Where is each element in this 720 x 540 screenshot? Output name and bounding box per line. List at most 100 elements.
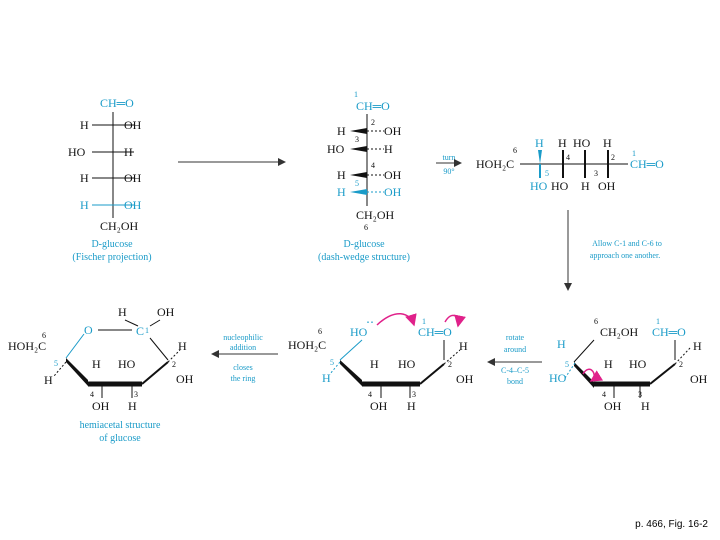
fischer-projection: CH═O H OH HO H H OH H OH CH₂OH D-glucose… xyxy=(68,96,152,263)
hz-c6: 6 xyxy=(513,146,517,155)
hemi-n4: 4 xyxy=(90,390,94,399)
fischer-r2-left: HO xyxy=(68,145,86,159)
atk-lp: ‥ xyxy=(366,312,374,326)
hemi-h1: H xyxy=(118,305,127,319)
nucleo-label-2: addition xyxy=(230,343,256,352)
turn-label-2: 90° xyxy=(443,167,454,176)
hz-n3: 3 xyxy=(594,169,598,178)
dash-wedge-structure: 1 CH═O 2 3 4 5 H OH HO H H OH H OH CH₂OH… xyxy=(318,90,410,263)
closes-label-2: the ring xyxy=(231,374,256,383)
rot-top: CH₂OH xyxy=(600,325,639,339)
rotate-label-4: bond xyxy=(507,377,523,386)
allow-label-1: Allow C-1 and C-6 to xyxy=(592,239,662,248)
fischer-r1-left: H xyxy=(80,118,89,132)
dw-r1-left: H xyxy=(337,124,346,138)
rot-h3: H xyxy=(641,399,650,413)
dw-r1-right: OH xyxy=(384,124,402,138)
dw-num-2: 2 xyxy=(371,118,375,127)
rot-h4: H xyxy=(604,357,613,371)
dw-num-4: 4 xyxy=(371,161,375,170)
rot-n1: 1 xyxy=(656,317,660,326)
dw-num-6: 6 xyxy=(364,223,368,232)
rot-oh4: OH xyxy=(604,399,622,413)
atk-c6: 6 xyxy=(318,327,322,336)
dw-top: CH═O xyxy=(356,99,390,113)
atk-ho: HO xyxy=(350,325,368,339)
hemi-n1: 1 xyxy=(145,326,149,335)
rot-n2: 2 xyxy=(679,360,683,369)
page-reference: p. 466, Fig. 16-2 xyxy=(635,519,708,530)
dw-r2-right: H xyxy=(384,142,393,156)
dw-num-3: 3 xyxy=(355,135,359,144)
hemi-c6: 6 xyxy=(42,331,46,340)
atk-cho: CH═O xyxy=(418,325,452,339)
dw-r3-right: OH xyxy=(384,168,402,182)
hemi-ho3: HO xyxy=(118,357,136,371)
hemi-oh4: OH xyxy=(92,399,110,413)
hemi-n5: 5 xyxy=(54,359,58,368)
dw-num-5: 5 xyxy=(355,179,359,188)
rot-h5: H xyxy=(557,337,566,351)
horizontal-structure: 6 HOH₂C CH═O 1 5 4 3 2 H H HO H HO HO H … xyxy=(476,136,664,193)
atk-n5: 5 xyxy=(330,358,334,367)
atk-h5: H xyxy=(322,371,331,385)
rot-h2: H xyxy=(693,339,702,353)
hemi-h2: H xyxy=(178,339,187,353)
nucleo-label-1: nucleophilic xyxy=(223,333,263,342)
atk-ho3: HO xyxy=(398,357,416,371)
hemi-n3: 3 xyxy=(134,390,138,399)
fischer-bottom: CH₂OH xyxy=(100,219,139,233)
atk-oh4: OH xyxy=(370,399,388,413)
hemi-oh1: OH xyxy=(157,305,175,319)
fischer-r4-left: H xyxy=(80,198,89,212)
fischer-r2-right: H xyxy=(124,145,133,159)
rotate-label-1: rotate xyxy=(506,333,525,342)
dw-r4-left: H xyxy=(337,185,346,199)
hz-n1: 1 xyxy=(632,149,636,158)
dw-caption-2: (dash-wedge structure) xyxy=(318,252,410,263)
rot-cho: CH═O xyxy=(652,325,686,339)
attack-structure: 6 HOH₂C HO ‥ 1 CH═O 5 H H HO H OH 2 4 3 … xyxy=(288,312,474,413)
hz-left: HOH₂C xyxy=(476,157,514,171)
dw-num-1: 1 xyxy=(354,90,358,99)
hemi-n2: 2 xyxy=(172,360,176,369)
allow-label-2: approach one another. xyxy=(590,251,660,260)
dw-r4-right: OH xyxy=(384,185,402,199)
hz-bot-1: HO xyxy=(530,179,548,193)
fischer-r3-right: OH xyxy=(124,171,142,185)
hemi-oh2: OH xyxy=(176,372,194,386)
hemi-left: HOH₂C xyxy=(8,339,46,353)
hemi-o: O xyxy=(84,323,93,337)
hemiacetal-structure: H OH O C 1 6 HOH₂C 5 H H HO H OH 2 4 3 O… xyxy=(8,305,194,444)
dw-caption-1: D-glucose xyxy=(343,239,385,250)
hemi-caption-1: hemiacetal structure xyxy=(80,420,161,431)
hemi-h5: H xyxy=(44,373,53,387)
rotate-label-3: C-4–C-5 xyxy=(501,366,529,375)
hz-bot-2: HO xyxy=(551,179,569,193)
hz-top-2: H xyxy=(558,136,567,150)
hz-n4: 4 xyxy=(566,153,570,162)
atk-n1: 1 xyxy=(422,317,426,326)
atk-h2: H xyxy=(459,339,468,353)
fischer-caption-2: (Fischer projection) xyxy=(72,252,151,263)
atk-n4: 4 xyxy=(368,390,372,399)
hz-bot-4: OH xyxy=(598,179,616,193)
fischer-r4-right: OH xyxy=(124,198,142,212)
fischer-top: CH═O xyxy=(100,96,134,110)
hemi-h4: H xyxy=(92,357,101,371)
hz-n2: 2 xyxy=(611,153,615,162)
atk-h3: H xyxy=(407,399,416,413)
atk-n3: 3 xyxy=(412,390,416,399)
dw-r2-left: HO xyxy=(327,142,345,156)
atk-left: HOH₂C xyxy=(288,338,326,352)
hz-bot-3: H xyxy=(581,179,590,193)
hz-top-4: H xyxy=(603,136,612,150)
rotated-structure: 6 CH₂OH 1 CH═O H HO 5 H HO H OH 2 4 3 OH… xyxy=(549,317,708,413)
rot-n4: 4 xyxy=(602,390,606,399)
fischer-r3-left: H xyxy=(80,171,89,185)
fischer-r1-right: OH xyxy=(124,118,142,132)
atk-oh2: OH xyxy=(456,372,474,386)
dw-r3-left: H xyxy=(337,168,346,182)
rot-ho3: HO xyxy=(629,357,647,371)
hz-right: CH═O xyxy=(630,157,664,171)
